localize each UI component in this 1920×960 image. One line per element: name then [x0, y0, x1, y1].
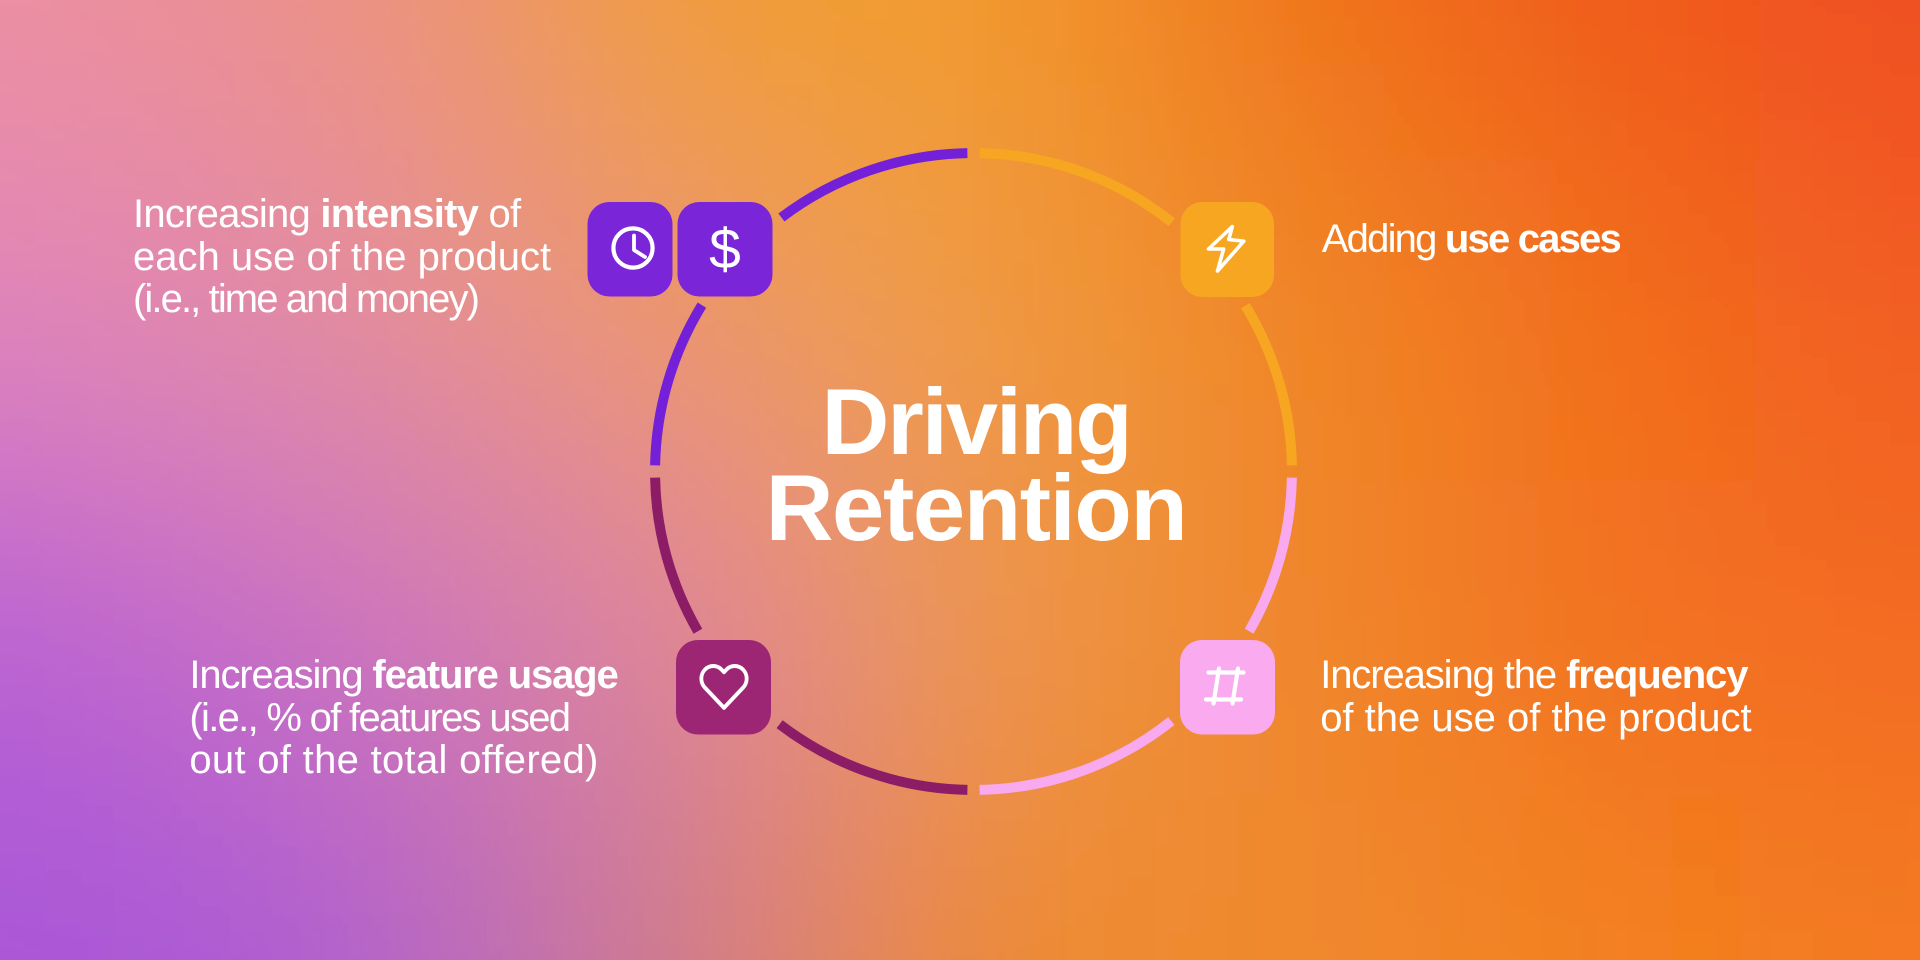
svg-text:$: $ — [709, 218, 741, 282]
